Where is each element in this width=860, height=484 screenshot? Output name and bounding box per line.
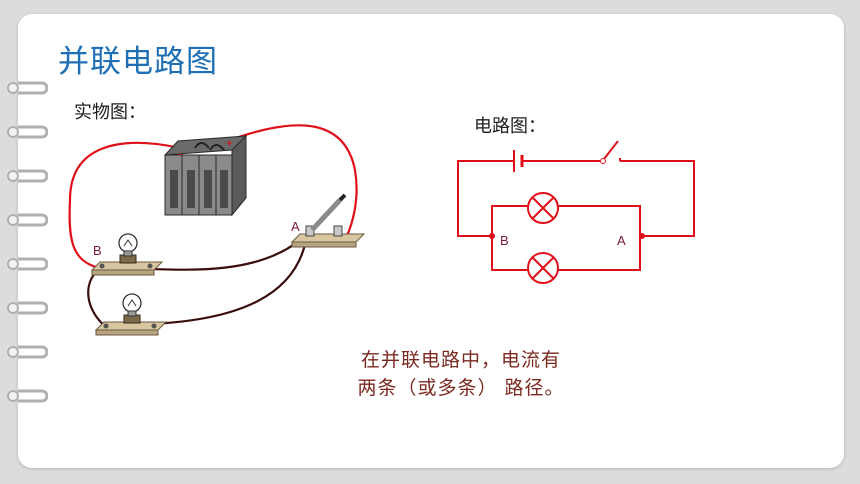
light-bulb-icon <box>118 233 138 257</box>
ring-icon <box>7 169 48 183</box>
dark-wire-left <box>87 267 106 327</box>
bulb-holder-top <box>90 254 164 276</box>
branch-top-right <box>558 205 641 236</box>
ring-icon <box>7 301 48 315</box>
battery-plus-sign: + <box>226 136 233 150</box>
schematic-circuit-diagram: B A <box>457 140 695 284</box>
description-text: 在并联电路中，电流有 两条（或多条） 路径。 <box>296 346 626 402</box>
ring-icon <box>7 213 48 227</box>
ring-icon <box>7 257 48 271</box>
ring-icon <box>7 125 48 139</box>
ring-icon <box>7 345 48 359</box>
branch-top-left <box>491 205 528 236</box>
junction-b-dot <box>489 233 495 239</box>
node-b-label: B <box>93 243 102 258</box>
battery-cell-icon <box>513 150 524 172</box>
slide-page <box>18 14 844 468</box>
lamp-symbol-icon <box>527 192 559 224</box>
ring-icon <box>7 81 48 95</box>
branch-bottom-right <box>558 236 641 271</box>
light-bulb-icon <box>122 293 142 317</box>
wire-left-loop <box>457 160 514 237</box>
lamp-symbol-icon <box>527 252 559 284</box>
description-line-2: 两条（或多条） 路径。 <box>357 377 565 399</box>
physical-diagram-label: 实物图： <box>74 102 146 123</box>
branch-bottom-left <box>491 236 528 271</box>
red-wire-left <box>68 141 181 270</box>
ring-icon <box>7 389 48 403</box>
circuit-diagram-label: 电路图： <box>474 116 546 137</box>
junction-a-dot <box>639 233 645 239</box>
red-wire-right <box>229 124 358 239</box>
knife-switch-icon <box>290 193 366 248</box>
wire-right-loop <box>620 160 695 237</box>
schematic-node-b-label: B <box>500 233 509 248</box>
battery-minus-sign: − <box>177 149 183 161</box>
schematic-node-a-label: A <box>617 233 626 248</box>
slide-title: 并联电路图 <box>58 44 218 80</box>
dark-wire-bottom <box>149 239 308 326</box>
bulb-holder-bottom <box>94 314 168 336</box>
description-line-1: 在并联电路中，电流有 <box>360 349 561 371</box>
node-a-label: A <box>291 219 300 234</box>
physical-circuit-diagram: − + B A <box>68 124 366 336</box>
switch-icon <box>600 140 621 164</box>
battery-icon <box>163 134 248 217</box>
